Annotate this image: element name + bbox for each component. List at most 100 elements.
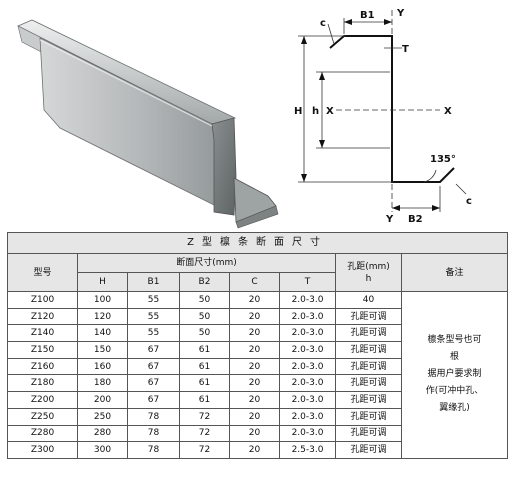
cell-b2: 61 — [179, 357, 230, 376]
cell-b1: 55 — [127, 291, 180, 309]
cell-t: 2.0-3.0 — [279, 307, 336, 326]
cell-c: 20 — [229, 374, 280, 393]
label-b1: B1 — [360, 10, 375, 21]
cell-hole: 孔距可调 — [335, 441, 402, 459]
subheader-b1: B1 — [127, 272, 180, 292]
label-x-right: X — [444, 106, 452, 117]
table-row: Z140 140 55 50 20 2.0-3.0 孔距可调 — [7, 324, 508, 343]
note-line: 作(可冲中孔、 — [425, 386, 484, 397]
cell-hole: 孔距可调 — [335, 357, 402, 376]
cell-hole: 孔距可调 — [335, 407, 402, 426]
note-line: 根 — [450, 352, 460, 363]
cell-b2: 50 — [179, 324, 230, 343]
cell-t: 2.0-3.0 — [279, 407, 336, 426]
cell-h: 120 — [77, 307, 128, 326]
cell-b1: 67 — [127, 374, 180, 393]
z-purlin-spec-table: Z型檩条断面尺寸 型号 断面尺寸(mm) 孔距(mm) h 备注 H B1 B2… — [6, 232, 509, 459]
header-hole: 孔距(mm) h — [335, 253, 402, 292]
table-row: Z160 160 67 61 20 2.0-3.0 孔距可调 — [7, 357, 508, 376]
cell-b1: 78 — [127, 424, 180, 443]
cell-b1: 55 — [127, 307, 180, 326]
cell-b2: 50 — [179, 307, 230, 326]
cell-hole: 孔距可调 — [335, 424, 402, 443]
cell-model: Z200 — [7, 391, 78, 409]
cell-c: 20 — [229, 324, 280, 343]
cell-b1: 78 — [127, 407, 180, 426]
table-title: Z型檩条断面尺寸 — [6, 232, 509, 254]
arrowheads — [301, 19, 440, 211]
cell-hole: 孔距可调 — [335, 307, 402, 326]
cell-c: 20 — [229, 424, 280, 443]
cell-b1: 67 — [127, 357, 180, 376]
label-h-big: H — [294, 106, 302, 117]
cell-c: 20 — [229, 307, 280, 326]
cell-b2: 61 — [179, 341, 230, 359]
cell-model: Z180 — [7, 374, 78, 393]
cell-t: 2.0-3.0 — [279, 424, 336, 443]
label-y-bottom: Y — [385, 214, 394, 225]
cell-h: 200 — [77, 391, 128, 409]
label-h-small: h — [312, 106, 319, 117]
z-purlin-photo — [17, 19, 279, 229]
label-t: T — [402, 44, 409, 55]
cell-b1: 67 — [127, 391, 180, 409]
note-cell: 檩条型号也可 根 据用户要求制 作(可冲中孔、 翼缘孔) — [400, 291, 509, 459]
dimension-lines — [298, 10, 467, 212]
cell-c: 20 — [229, 291, 280, 309]
cell-t: 2.0-3.0 — [279, 341, 336, 359]
cell-t: 2.5-3.0 — [279, 441, 336, 459]
cell-c: 20 — [229, 391, 280, 409]
subheader-b2: B2 — [179, 272, 230, 292]
cell-h: 300 — [77, 441, 128, 459]
header-section: 断面尺寸(mm) — [77, 253, 336, 273]
cell-b2: 72 — [179, 407, 230, 426]
cell-hole: 孔距可调 — [335, 374, 402, 393]
table-row: Z120 120 55 50 20 2.0-3.0 孔距可调 — [7, 307, 508, 326]
cell-h: 280 — [77, 424, 128, 443]
cell-h: 160 — [77, 357, 128, 376]
cell-model: Z250 — [7, 407, 78, 426]
z-profile — [329, 35, 455, 183]
cell-model: Z120 — [7, 307, 78, 326]
cell-c: 20 — [229, 341, 280, 359]
label-x-left: X — [326, 106, 334, 117]
cell-b2: 72 — [179, 424, 230, 443]
cell-h: 140 — [77, 324, 128, 343]
table-row: Z280 280 78 72 20 2.0-3.0 孔距可调 — [7, 424, 508, 443]
cell-t: 2.0-3.0 — [279, 374, 336, 393]
cell-c: 20 — [229, 441, 280, 459]
cell-model: Z300 — [7, 441, 78, 459]
table-row: Z250 250 78 72 20 2.0-3.0 孔距可调 — [7, 407, 508, 426]
cell-b1: 78 — [127, 441, 180, 459]
cell-b2: 61 — [179, 374, 230, 393]
cell-t: 2.0-3.0 — [279, 324, 336, 343]
table-row: Z100 100 55 50 20 2.0-3.0 40 檩条型号也可 根 据用… — [7, 291, 509, 459]
table-row: Z300 300 78 72 20 2.5-3.0 孔距可调 — [7, 441, 508, 459]
note-line: 檩条型号也可 — [427, 335, 482, 346]
cell-model: Z160 — [7, 357, 78, 376]
label-b2: B2 — [408, 214, 423, 225]
table-row: Z200 200 67 61 20 2.0-3.0 孔距可调 — [7, 391, 508, 409]
cell-model: Z140 — [7, 324, 78, 343]
cell-t: 2.0-3.0 — [279, 391, 336, 409]
cell-b2: 50 — [179, 291, 230, 309]
cell-model: Z150 — [7, 341, 78, 359]
cell-b1: 55 — [127, 324, 180, 343]
subheader-t: T — [279, 272, 336, 292]
cell-t: 2.0-3.0 — [279, 291, 336, 309]
cell-model: Z280 — [7, 424, 78, 443]
subheader-h: H — [77, 272, 128, 292]
cell-b1: 67 — [127, 341, 180, 359]
cell-h: 180 — [77, 374, 128, 393]
note-line: 翼缘孔) — [439, 403, 470, 414]
subheader-c: C — [229, 272, 280, 292]
label-c-top: c — [320, 18, 326, 29]
cell-h: 100 — [77, 291, 128, 309]
note-line: 据用户要求制 — [427, 369, 482, 380]
cell-h: 150 — [77, 341, 128, 359]
cell-b2: 61 — [179, 391, 230, 409]
cell-hole: 孔距可调 — [335, 341, 402, 359]
cell-hole: 孔距可调 — [335, 391, 402, 409]
label-c-bottom: c — [466, 196, 472, 207]
z-section-drawing: B1 Y T c H h X X 135° c Y B2 — [294, 8, 472, 225]
